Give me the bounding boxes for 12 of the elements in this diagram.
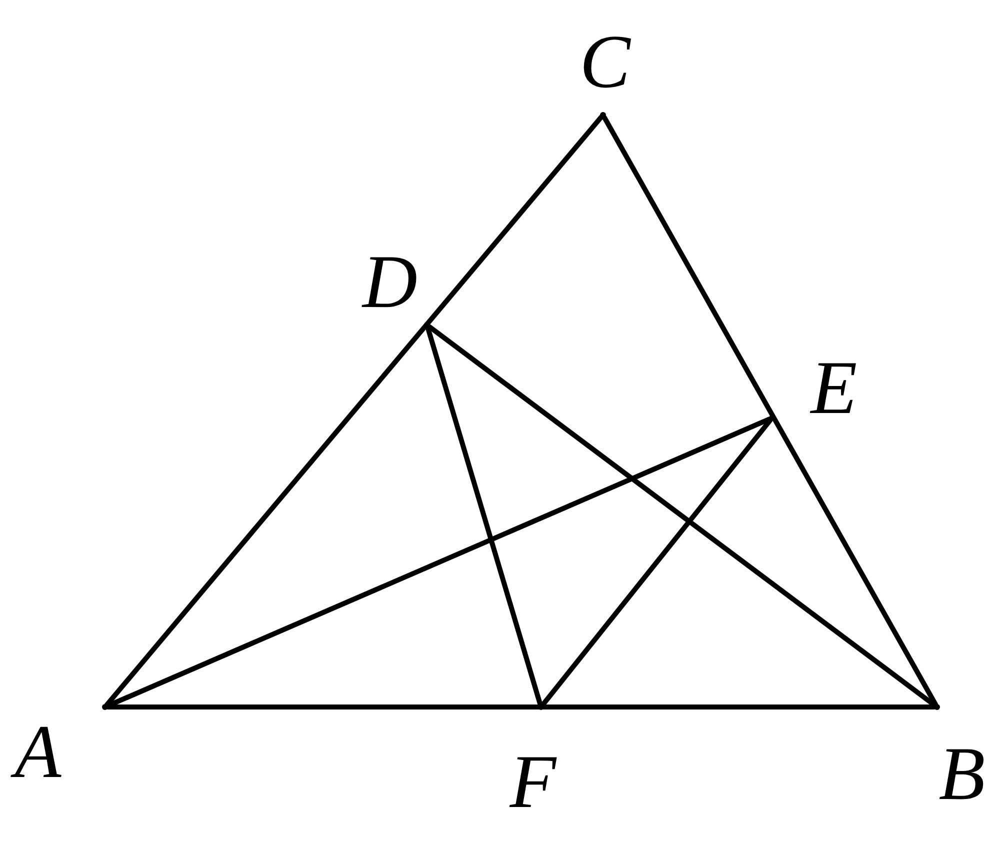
vertex-point xyxy=(102,704,108,710)
vertex-label: B xyxy=(938,736,986,812)
line-segment xyxy=(602,115,938,707)
vertex-label: F xyxy=(510,744,556,820)
vertex-point xyxy=(769,415,775,421)
line-segment xyxy=(540,418,773,708)
vertex-label: D xyxy=(362,244,418,320)
vertex-label: E xyxy=(810,350,858,426)
line-segment xyxy=(425,325,543,707)
vertex-point xyxy=(600,112,606,118)
vertex-label: C xyxy=(580,24,630,100)
line-segment xyxy=(106,704,936,710)
